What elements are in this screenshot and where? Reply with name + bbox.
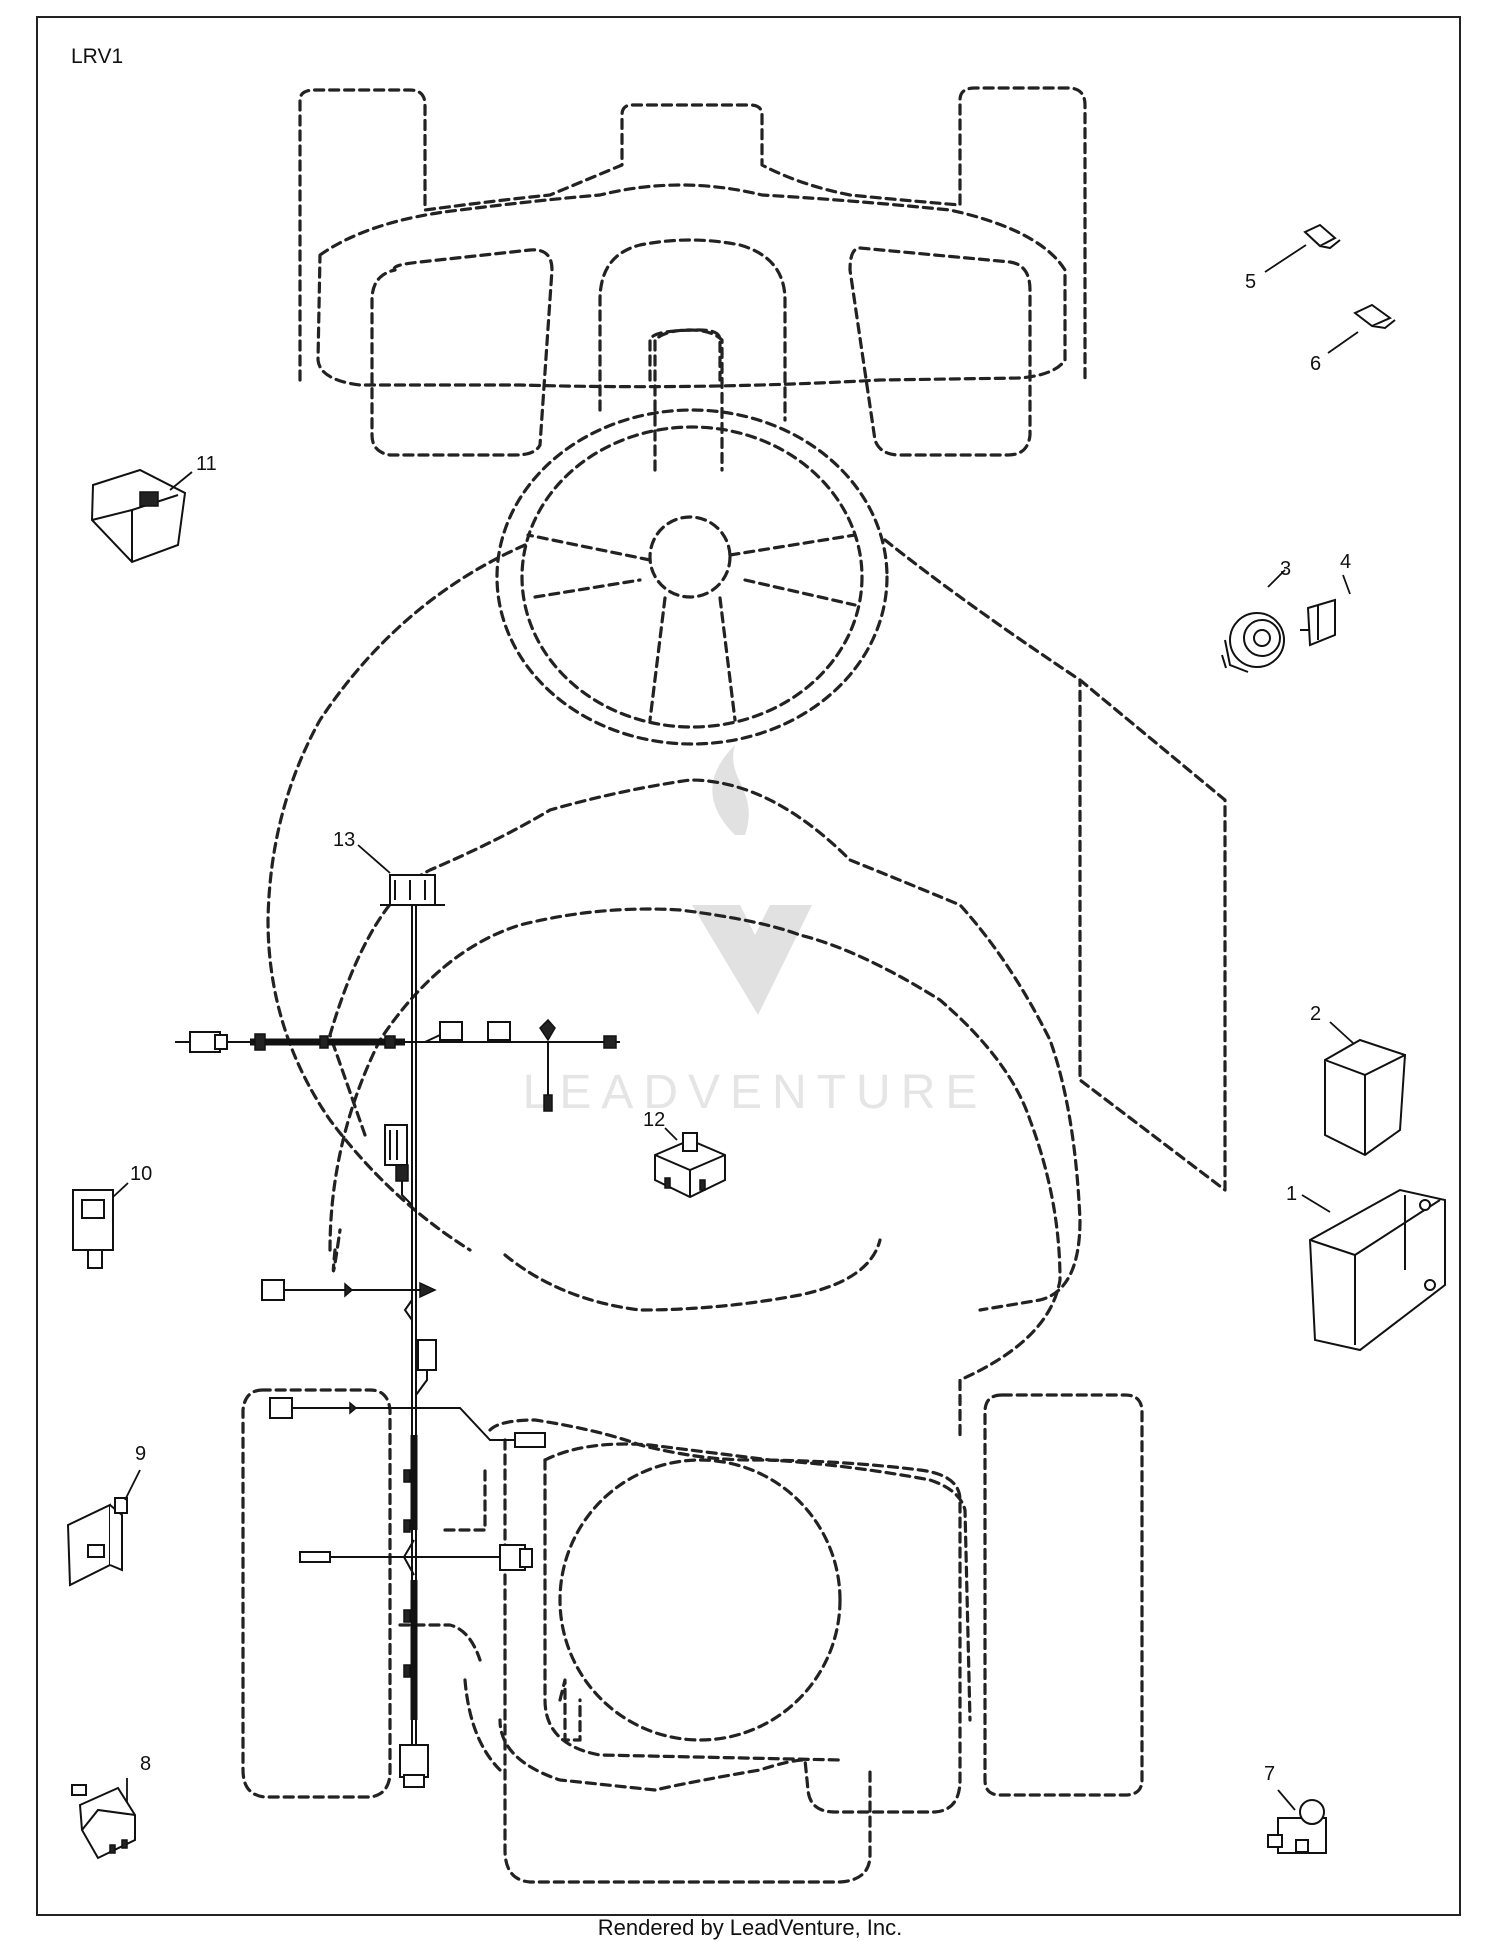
callout-4: 4	[1340, 551, 1351, 573]
watermark-text: LEADVENTURE	[523, 1066, 988, 1119]
callouts: 1 2 3 4 5 6 7 8 9 10 11 12 13	[112, 244, 1359, 1811]
callout-6: 6	[1310, 353, 1321, 375]
diagram-frame	[36, 16, 1461, 1916]
callout-8: 8	[140, 1753, 151, 1775]
part-7-solenoid	[1267, 1799, 1327, 1854]
part-1-battery	[1308, 1188, 1446, 1352]
callout-9: 9	[135, 1443, 146, 1465]
part-6-fuse	[1353, 303, 1396, 330]
tractor-outline	[241, 86, 1227, 1884]
part-11-module	[90, 468, 187, 564]
part-10-switch	[72, 1189, 114, 1269]
part-8-relay	[71, 1784, 136, 1860]
watermark-logo: LEADVENTURE	[523, 745, 988, 1119]
callout-2: 2	[1310, 1003, 1321, 1025]
diagram-code: LRV1	[71, 45, 123, 68]
callout-1: 1	[1286, 1183, 1297, 1205]
callout-10: 10	[130, 1163, 152, 1185]
footer-credit: Rendered by LeadVenture, Inc.	[598, 1915, 903, 1940]
callout-12: 12	[643, 1109, 665, 1131]
part-2-box	[1324, 1038, 1407, 1157]
part-3-ignition-switch	[1221, 612, 1285, 673]
callout-11: 11	[196, 453, 217, 475]
callout-3: 3	[1280, 558, 1291, 580]
part-5-fuse	[1303, 223, 1341, 250]
wiring-harness	[175, 874, 620, 1788]
part-4-connector	[1300, 598, 1336, 647]
part-9-plunger-switch	[66, 1497, 128, 1587]
callout-7: 7	[1264, 1763, 1275, 1785]
callout-13: 13	[333, 829, 355, 851]
part-12-switch	[654, 1132, 726, 1199]
callout-5: 5	[1245, 271, 1256, 293]
